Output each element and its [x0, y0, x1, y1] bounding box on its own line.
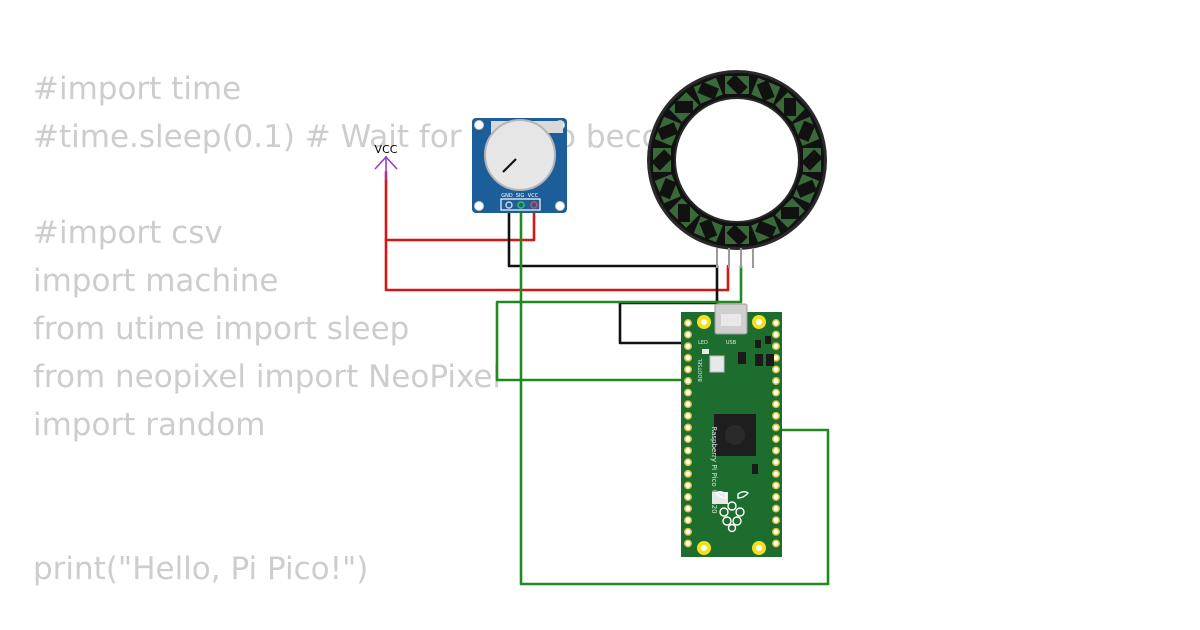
neopixel-led-chip	[699, 218, 718, 240]
potentiometer-knob[interactable]	[484, 119, 556, 191]
pico-pin[interactable]	[684, 400, 692, 409]
neopixel-led-chip	[674, 100, 693, 113]
pico-pin[interactable]	[772, 481, 780, 490]
pico-pin[interactable]	[772, 504, 780, 513]
neopixel-led-chip	[755, 220, 777, 239]
vcc-symbol: VCC	[374, 143, 398, 180]
raspberry-pi-pico[interactable]: USB LED BOOTSEL Raspberry Pi Pico ©2020	[681, 303, 782, 557]
pico-pin[interactable]	[684, 377, 692, 385]
vcc-label: VCC	[375, 143, 398, 156]
wire-green-ring-din[interactable]	[495, 264, 743, 382]
bootsel-label: BOOTSEL	[698, 358, 704, 382]
pico-pin[interactable]	[684, 388, 692, 397]
wire-green-pot-sig[interactable]	[519, 203, 830, 586]
neopixel-led-chip	[797, 120, 816, 142]
pico-pin[interactable]	[772, 493, 780, 501]
pico-pin[interactable]	[772, 388, 780, 397]
neopixel-led-chip	[795, 179, 817, 198]
pico-pin[interactable]	[772, 446, 780, 455]
wire-black-pot-gnd[interactable]	[507, 203, 719, 302]
pico-pin[interactable]	[684, 411, 692, 420]
code-line: from utime import sleep	[33, 311, 410, 347]
pico-pin[interactable]	[684, 319, 692, 327]
pico-pin[interactable]	[772, 423, 780, 432]
led-label: LED	[698, 340, 708, 346]
pico-pin[interactable]	[772, 330, 780, 339]
pico-pin[interactable]	[684, 423, 692, 432]
pico-pin[interactable]	[684, 365, 692, 374]
wire-red-pot-vcc[interactable]	[384, 170, 536, 242]
pot-pin-vcc-label: VCC	[528, 193, 539, 199]
neopixel-led-chip	[697, 81, 719, 100]
bootsel-button[interactable]	[709, 355, 725, 373]
neopixel-led-chip	[657, 122, 679, 141]
raspberry-logo-icon	[715, 491, 749, 533]
pico-pin[interactable]	[684, 493, 692, 501]
pico-pin[interactable]	[684, 516, 692, 525]
neopixel-led-chip	[784, 97, 797, 116]
wire-black-pico-gnd-2[interactable]	[618, 301, 690, 345]
potentiometer[interactable]: GND SIG VCC	[472, 118, 567, 213]
code-line: from neopixel import NeoPixel	[33, 359, 502, 395]
pico-pin[interactable]	[684, 435, 692, 443]
pico-pin[interactable]	[772, 527, 780, 536]
pico-pin[interactable]	[772, 539, 780, 548]
neopixel-led-chip	[781, 207, 800, 220]
code-line: #import csv	[33, 215, 223, 251]
pico-pin[interactable]	[684, 469, 692, 478]
pico-pin[interactable]	[772, 342, 780, 351]
pico-pin[interactable]	[772, 411, 780, 420]
pico-pin[interactable]	[684, 353, 692, 362]
wire-red-ring-vcc[interactable]	[384, 238, 730, 292]
neopixel-leds	[651, 74, 823, 246]
code-line: import random	[33, 407, 266, 443]
pico-pin[interactable]	[684, 481, 692, 490]
pico-pin[interactable]	[684, 446, 692, 455]
pico-board-text: Raspberry Pi Pico ©2020	[710, 426, 718, 513]
neopixel-led-chip	[658, 178, 677, 200]
pico-pin[interactable]	[772, 377, 780, 385]
neopixel-led-chip	[726, 224, 748, 246]
pico-pin[interactable]	[772, 516, 780, 525]
pico-pin[interactable]	[684, 504, 692, 513]
wires	[384, 170, 830, 586]
pico-pin[interactable]	[684, 458, 692, 467]
usb-label: USB	[726, 340, 737, 346]
pico-pin[interactable]	[684, 342, 692, 351]
code-line: print("Hello, Pi Pico!")	[33, 551, 369, 587]
pot-pin-sig-label: SIG	[516, 193, 525, 199]
neopixel-led-chip	[651, 149, 673, 171]
pico-pin[interactable]	[684, 330, 692, 339]
pico-pin[interactable]	[684, 527, 692, 536]
neopixel-led-chip	[726, 74, 748, 96]
pico-pin[interactable]	[772, 458, 780, 467]
pico-pin[interactable]	[772, 469, 780, 478]
pot-pin-gnd-label: GND	[501, 193, 513, 199]
neopixel-led-chip	[677, 204, 690, 223]
pico-pin[interactable]	[772, 365, 780, 374]
pico-pin[interactable]	[772, 400, 780, 409]
neopixel-ring[interactable]	[647, 70, 827, 268]
neopixel-led-chip	[801, 149, 823, 171]
pico-pin[interactable]	[772, 319, 780, 327]
neopixel-led-chip	[756, 80, 775, 102]
code-line: import machine	[33, 263, 279, 299]
pico-pin[interactable]	[684, 539, 692, 548]
code-line: #import time	[33, 71, 242, 107]
pico-pin[interactable]	[772, 435, 780, 443]
